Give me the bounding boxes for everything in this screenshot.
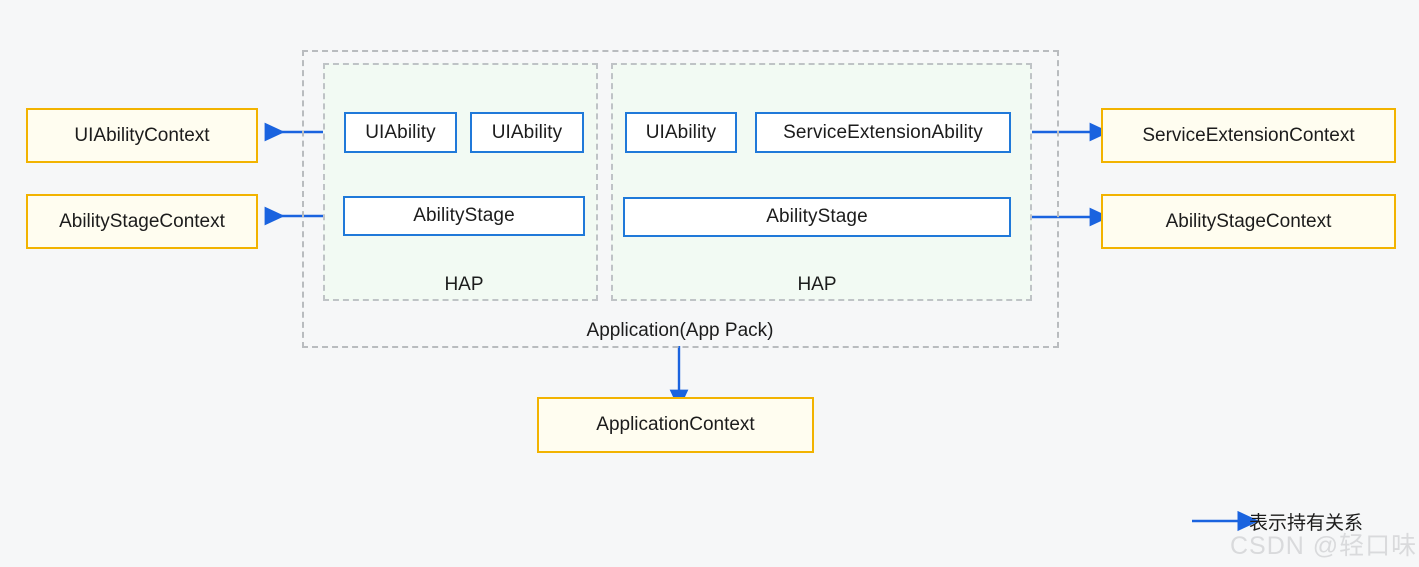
application-context-box[interactable]: ApplicationContext (537, 397, 814, 453)
abilitystage-context-box-left[interactable]: AbilityStageContext (26, 194, 258, 249)
hap2-abilitystage-box[interactable]: AbilityStage (623, 197, 1011, 237)
hap1-uiability-box-1[interactable]: UIAbility (344, 112, 457, 153)
hap2-caption-text: HAP (797, 274, 837, 295)
hap1-abilitystage-box[interactable]: AbilityStage (343, 196, 585, 236)
application-app-pack-caption-text: Application(App Pack) (586, 320, 774, 341)
hap-module-2 (611, 63, 1032, 301)
application-context-label: ApplicationContext (596, 414, 755, 435)
hap1-uiability-box-2[interactable]: UIAbility (470, 112, 584, 153)
legend-label: 表示持有关系 (1249, 508, 1363, 534)
abilitystage-context-label-right: AbilityStageContext (1165, 210, 1332, 232)
abilitystage-context-label-left: AbilityStageContext (59, 210, 225, 232)
hap2-abilitystage-label: AbilityStage (766, 206, 868, 227)
serviceextension-context-label: ServiceExtensionContext (1142, 124, 1355, 146)
hap2-uiability-box[interactable]: UIAbility (625, 112, 737, 153)
csdn-watermark: CSDN @轻口味 (1230, 528, 1417, 560)
hap1-uiability-label-2: UIAbility (491, 121, 563, 143)
uiability-context-box[interactable]: UIAbilityContext (26, 108, 258, 163)
uiability-context-label: UIAbilityContext (74, 124, 210, 146)
application-app-pack-caption: Application(App Pack) (490, 318, 870, 344)
hap2-serviceextensionability-box[interactable]: ServiceExtensionAbility (755, 112, 1011, 153)
legend-label-text: 表示持有关系 (1249, 512, 1364, 534)
serviceextension-context-box[interactable]: ServiceExtensionContext (1101, 108, 1396, 163)
hap-module-1 (323, 63, 598, 301)
hap2-serviceextensionability-label: ServiceExtensionAbility (783, 121, 983, 143)
hap1-caption-text: HAP (444, 274, 484, 295)
application-app-pack-container (302, 50, 1059, 348)
hap1-caption: HAP (343, 272, 585, 298)
hap1-uiability-label-1: UIAbility (365, 121, 436, 143)
hap1-abilitystage-label: AbilityStage (413, 205, 515, 226)
hap2-caption: HAP (623, 272, 1011, 298)
csdn-watermark-text: CSDN @轻口味 (1230, 532, 1418, 560)
abilitystage-context-box-right[interactable]: AbilityStageContext (1101, 194, 1396, 249)
hap2-uiability-label: UIAbility (645, 121, 717, 143)
